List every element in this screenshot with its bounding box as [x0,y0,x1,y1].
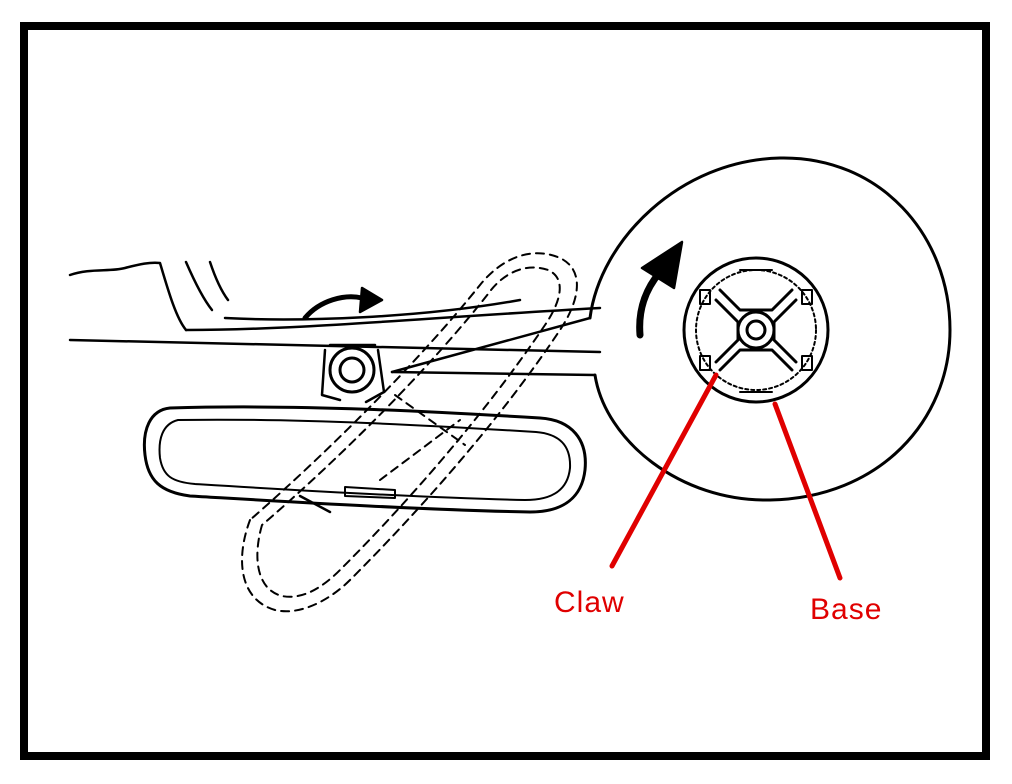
base-leader-line [772,401,843,581]
diagram-frame [20,22,990,760]
callout-connector [390,316,597,377]
roof-headliner [68,260,602,354]
magnified-callout [588,156,952,502]
claw-label: Claw [554,586,625,619]
windshield [223,298,522,321]
mirror-mount [320,343,386,404]
claw-leader-line [609,372,719,569]
mirror-rotated-dashed [241,252,578,613]
base-label: Base [810,593,883,626]
rearview-mirror [142,405,587,514]
rotation-arrow-small [302,286,384,321]
mount-base-magnified [682,256,830,404]
rotation-arrow-large [636,240,684,339]
red-leader-lines [609,372,843,581]
